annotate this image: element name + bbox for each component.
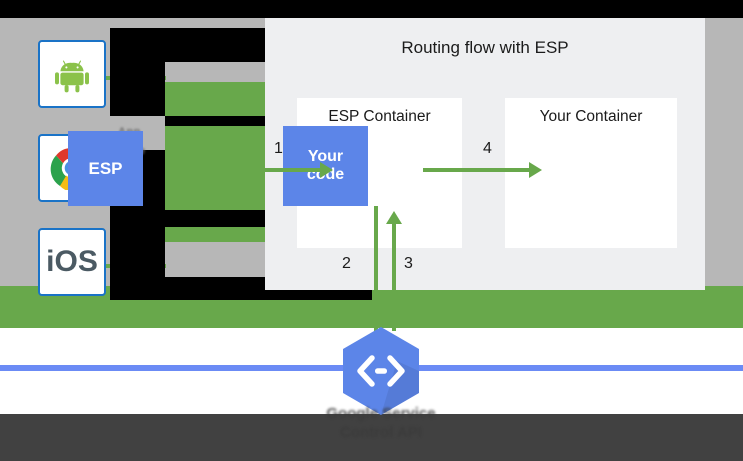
step-number-1: 1 (274, 140, 283, 157)
google-service-control-hexagon-icon (343, 327, 419, 415)
occlusion-block (110, 227, 165, 277)
google-service-control-node[interactable] (339, 325, 423, 417)
occlusion-block (110, 210, 265, 227)
your-container-title: Your Container (539, 108, 643, 125)
occlusion-block (110, 62, 165, 116)
esp-node[interactable]: ESP (68, 131, 143, 206)
esp-container-title: ESP Container (328, 108, 431, 125)
ios-label: iOS (46, 245, 98, 278)
arrow-2-line (374, 206, 378, 331)
arrow-1-line (265, 168, 320, 172)
arrow-3-line (392, 224, 396, 331)
your-code-node[interactable]: Your code (283, 126, 368, 206)
page-background-right (705, 18, 743, 290)
google-service-control-label: Google Service Control API (326, 405, 436, 441)
android-icon (55, 60, 89, 93)
esp-node-label: ESP (88, 158, 123, 178)
step-number-4: 4 (483, 140, 492, 157)
occlusion-block (110, 28, 265, 62)
step-number-3: 3 (404, 255, 413, 272)
occlusion-block (165, 116, 265, 126)
footer-dark-band (0, 414, 743, 461)
step-number-2: 2 (342, 255, 351, 272)
client-tile-ios[interactable]: iOS (38, 228, 106, 296)
arrow-1-head (320, 162, 333, 178)
arrow-4-head (529, 162, 542, 178)
client-tile-android[interactable] (38, 40, 106, 108)
arrow-3-head (386, 211, 402, 224)
panel-title: Routing flow with ESP (401, 38, 569, 57)
arrow-4-line (423, 168, 529, 172)
